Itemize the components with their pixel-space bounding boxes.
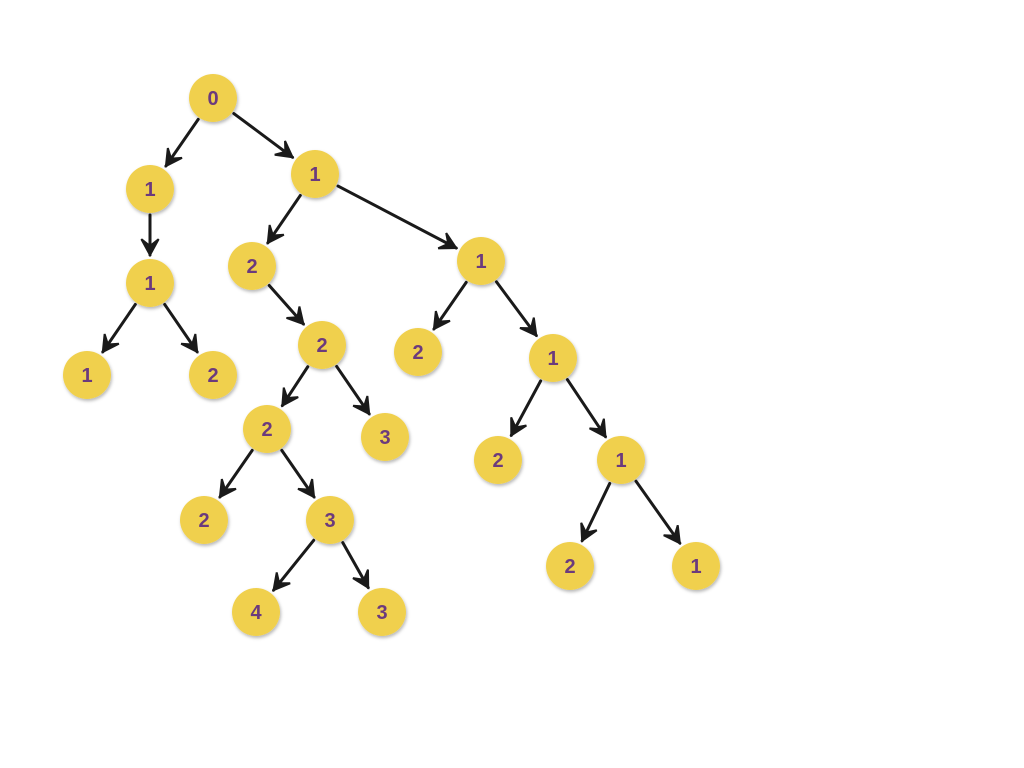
node-circle bbox=[63, 351, 111, 399]
tree-node: 2 bbox=[474, 436, 522, 484]
edge-arrow bbox=[634, 479, 682, 545]
tree-node: 2 bbox=[189, 351, 237, 399]
edge-arrow bbox=[232, 112, 295, 159]
node-circle bbox=[232, 588, 280, 636]
node-label: 2 bbox=[316, 335, 327, 357]
tree-node: 1 bbox=[597, 436, 645, 484]
tree-node: 1 bbox=[291, 150, 339, 198]
node-circle bbox=[189, 351, 237, 399]
node-label: 0 bbox=[207, 88, 218, 110]
edge-arrow bbox=[164, 117, 200, 168]
edge-arrow bbox=[101, 302, 137, 354]
node-circle bbox=[546, 542, 594, 590]
edge-arrow bbox=[218, 448, 254, 499]
node-label: 1 bbox=[309, 164, 320, 186]
node-circle bbox=[358, 588, 406, 636]
edge-arrow bbox=[335, 364, 371, 416]
tree-node: 0 bbox=[189, 74, 237, 122]
tree-node: 2 bbox=[228, 242, 276, 290]
tree-node: 4 bbox=[232, 588, 280, 636]
tree-node: 2 bbox=[298, 321, 346, 369]
edge-arrow bbox=[163, 302, 199, 354]
edge-arrow bbox=[432, 280, 468, 331]
node-circle bbox=[457, 237, 505, 285]
node-circle bbox=[291, 150, 339, 198]
tree-node: 1 bbox=[126, 259, 174, 307]
node-label: 3 bbox=[376, 602, 387, 624]
edge-arrow bbox=[341, 541, 370, 590]
edge-arrow bbox=[509, 379, 543, 438]
node-label: 1 bbox=[144, 273, 155, 295]
tree-node: 2 bbox=[180, 496, 228, 544]
node-circle bbox=[298, 321, 346, 369]
node-circle bbox=[126, 165, 174, 213]
node-circle bbox=[474, 436, 522, 484]
node-label: 2 bbox=[207, 365, 218, 387]
node-label: 1 bbox=[615, 450, 626, 472]
edge-arrow bbox=[272, 538, 316, 592]
node-label: 1 bbox=[81, 365, 92, 387]
tree-node: 1 bbox=[672, 542, 720, 590]
node-label: 2 bbox=[492, 450, 503, 472]
edge-arrow bbox=[280, 365, 310, 408]
tree-node: 1 bbox=[457, 237, 505, 285]
tree-node: 2 bbox=[394, 328, 442, 376]
node-label: 1 bbox=[690, 556, 701, 578]
node-circle bbox=[529, 334, 577, 382]
tree-node: 3 bbox=[358, 588, 406, 636]
node-circle bbox=[672, 542, 720, 590]
node-label: 2 bbox=[261, 419, 272, 441]
node-label: 2 bbox=[246, 256, 257, 278]
edge-arrow bbox=[266, 193, 302, 245]
edge-arrow bbox=[140, 213, 160, 258]
tree-node: 1 bbox=[529, 334, 577, 382]
node-label: 1 bbox=[475, 251, 486, 273]
node-label: 3 bbox=[379, 427, 390, 449]
node-label: 2 bbox=[412, 342, 423, 364]
tree-node: 2 bbox=[243, 405, 291, 453]
node-circle bbox=[361, 413, 409, 461]
node-label: 2 bbox=[198, 510, 209, 532]
node-label: 3 bbox=[324, 510, 335, 532]
node-circle bbox=[306, 496, 354, 544]
nodes-layer: 0 1 1 1 1 2 2 2 2 3 2 3 4 3 1 2 1 2 1 2 1 bbox=[63, 74, 720, 636]
tree-node: 1 bbox=[63, 351, 111, 399]
node-label: 1 bbox=[144, 179, 155, 201]
edge-arrow bbox=[280, 448, 316, 499]
node-circle bbox=[228, 242, 276, 290]
node-circle bbox=[394, 328, 442, 376]
node-circle bbox=[597, 436, 645, 484]
node-label: 1 bbox=[547, 348, 558, 370]
node-label: 4 bbox=[250, 602, 262, 624]
tree-node: 3 bbox=[361, 413, 409, 461]
tree-node: 1 bbox=[126, 165, 174, 213]
edge-arrow bbox=[267, 283, 305, 326]
node-circle bbox=[126, 259, 174, 307]
tree-node: 3 bbox=[306, 496, 354, 544]
edge-arrow bbox=[565, 378, 607, 439]
tree-node: 2 bbox=[546, 542, 594, 590]
node-circle bbox=[189, 74, 237, 122]
node-circle bbox=[180, 496, 228, 544]
node-circle bbox=[243, 405, 291, 453]
node-label: 2 bbox=[564, 556, 575, 578]
edge-arrow bbox=[494, 280, 538, 338]
edges-layer bbox=[101, 112, 682, 592]
edge-arrow bbox=[336, 184, 459, 250]
edge-arrow bbox=[580, 481, 612, 543]
